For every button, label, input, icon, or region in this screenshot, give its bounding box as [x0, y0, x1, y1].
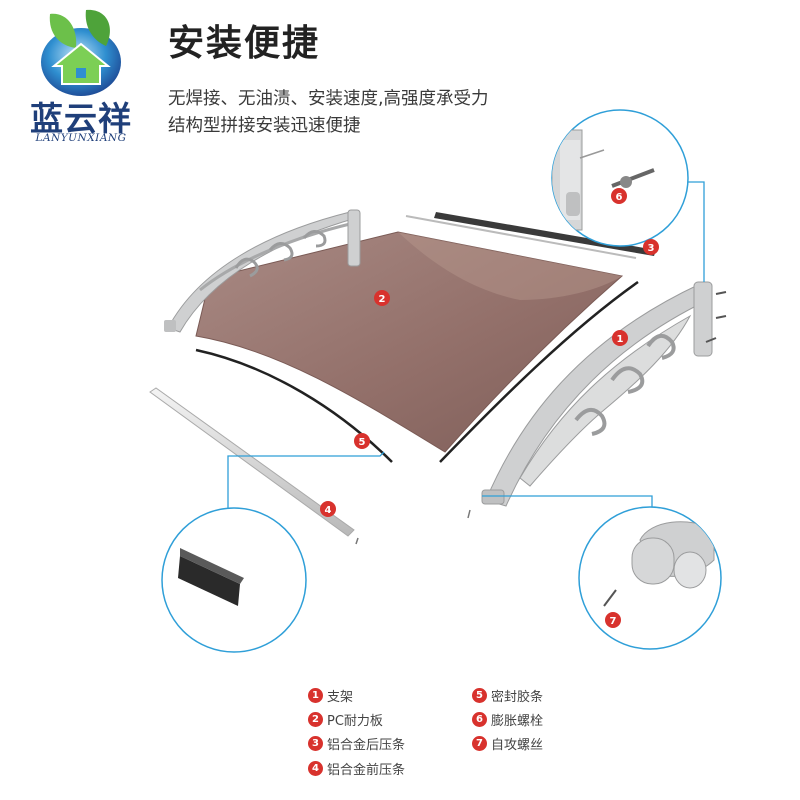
rear-seal-strip: [439, 280, 639, 463]
callout-6: 6: [611, 188, 627, 204]
brand-logo: 蓝云祥 LANYUNXIANG: [6, 4, 156, 146]
legend-label: 密封胶条: [491, 689, 544, 705]
svg-text:2: 2: [379, 294, 386, 305]
legend-label: 铝合金前压条: [327, 762, 406, 778]
legend-item-seal-strip: 5 密封胶条: [472, 686, 544, 705]
legend-badge: 3: [308, 735, 323, 751]
house-leaf-icon: [41, 9, 121, 96]
pc-panel: [195, 231, 624, 453]
brand-name-en: LANYUNXIANG: [35, 132, 127, 144]
screw-mark: [355, 537, 359, 545]
legend-item-expansion-bolt: 6 膨胀螺栓: [472, 710, 544, 729]
subtitle-line-1: 无焊接、无油渍、安装速度,高强度承受力: [168, 89, 489, 109]
front-press-bar: [149, 387, 355, 537]
legend-label: 铝合金后压条: [327, 737, 406, 753]
subtitle: 无焊接、无油渍、安装速度,高强度承受力 结构型拼接安装迅速便捷: [168, 86, 489, 140]
legend-item-rear-bar: 3 铝合金后压条: [308, 734, 406, 753]
self-tapping-screw: [467, 509, 471, 519]
svg-text:4: 4: [325, 505, 332, 516]
callout-5: 5: [354, 433, 370, 449]
svg-text:5: 5: [359, 437, 366, 448]
legend-label: 膨胀螺栓: [491, 713, 544, 729]
callout-2: 2: [374, 290, 390, 306]
rear-press-bar: [434, 212, 656, 256]
subtitle-line-2: 结构型拼接安装迅速便捷: [168, 116, 361, 136]
front-seal-strip: [195, 348, 393, 463]
legend-badge: 2: [308, 711, 323, 727]
legend-item-pc-panel: 2 PC耐力板: [308, 710, 383, 729]
legend-label: 支架: [327, 689, 354, 705]
zoom-detail-wall-anchor: [551, 109, 689, 247]
legend-badge: 5: [472, 687, 487, 703]
page-title: 安装便捷: [168, 23, 321, 64]
callout-badges: 1 2 3 4 5 6 7: [320, 188, 659, 628]
brand-name-cn: 蓝云祥: [30, 99, 132, 138]
pc-panel-highlight: [398, 232, 622, 300]
svg-text:6: 6: [616, 192, 623, 203]
legend-item-front-bar: 4 铝合金前压条: [308, 759, 406, 778]
callout-7: 7: [605, 612, 621, 628]
legend-label: PC耐力板: [327, 713, 383, 729]
legend-badge: 1: [308, 687, 323, 703]
callout-1: 1: [612, 330, 628, 346]
callout-4: 4: [320, 501, 336, 517]
svg-text:1: 1: [617, 334, 624, 345]
svg-text:7: 7: [610, 616, 617, 627]
legend-label: 自攻螺丝: [491, 737, 544, 753]
zoom-detail-front-bar: [161, 507, 307, 653]
left-bracket: [164, 209, 361, 333]
top-seal-strip: [405, 215, 637, 259]
legend-item-bracket: 1 支架: [308, 686, 354, 705]
zoom-detail-bracket-foot: [578, 506, 722, 650]
legend-badge: 7: [472, 735, 487, 751]
callout-3: 3: [643, 239, 659, 255]
legend-badge: 6: [472, 711, 487, 727]
right-bracket: [481, 281, 727, 507]
svg-text:3: 3: [648, 243, 655, 254]
legend-badge: 4: [308, 760, 323, 776]
legend-item-self-tapping-screw: 7 自攻螺丝: [472, 734, 544, 753]
